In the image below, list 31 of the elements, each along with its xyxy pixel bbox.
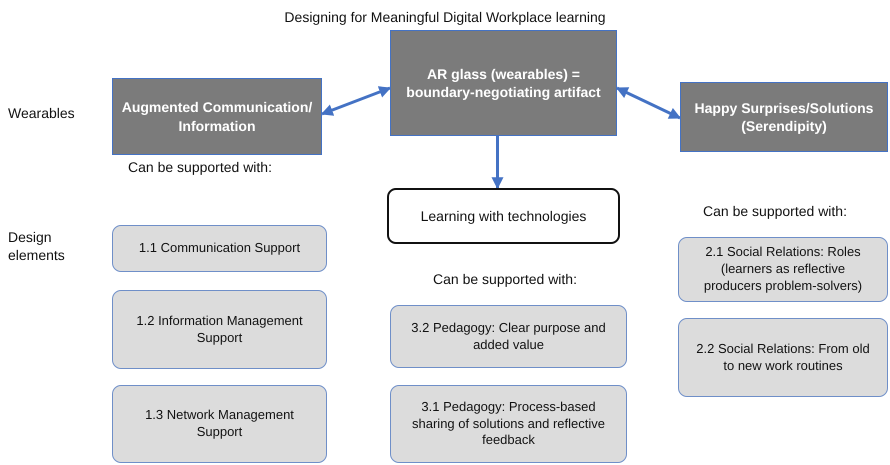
concept-box xyxy=(390,30,617,136)
design-element-box xyxy=(390,305,627,368)
annotation-label: Can be supported with: xyxy=(703,202,848,220)
concept-box xyxy=(680,82,888,152)
concept-box xyxy=(112,78,322,155)
arrow xyxy=(492,136,504,190)
arrow xyxy=(616,86,682,120)
design-element-box xyxy=(112,385,327,463)
box-text: 3.2 Pedagogy: Clear purpose and added value xyxy=(410,320,607,354)
box-text: 1.2 Information Management Support xyxy=(135,312,304,346)
design-element-box xyxy=(390,385,627,463)
design-element-box xyxy=(112,290,327,369)
box-text: AR glass (wearables) = boundary-negotiating artifact xyxy=(405,64,602,102)
box-text: 2.1 Social Relations: Roles (learners as reflective producers problem-solvers) xyxy=(702,244,864,295)
box-text: 1.1 Communication Support xyxy=(138,240,300,257)
design-element-box xyxy=(678,318,888,397)
box-text: 1.3 Network Management Support xyxy=(144,407,295,441)
box-text: Learning with technologies xyxy=(420,206,586,226)
box-text: 2.2 Social Relations: From old to new work routines xyxy=(695,340,871,374)
annotation-label: Can be supported with: xyxy=(128,158,273,176)
annotation-label: Design elements xyxy=(8,228,66,264)
box-text: 3.1 Pedagogy: Process-based sharing of solutions and reflective feedback xyxy=(411,398,606,450)
design-element-box xyxy=(678,237,888,302)
annotation-label: Wearables xyxy=(8,104,76,122)
diagram-title: Designing for Meaningful Digital Workplace learning xyxy=(283,8,607,26)
arrow xyxy=(320,86,392,116)
box-text: Happy Surprises/Solutions (Serendipity) xyxy=(694,98,874,136)
learning-box xyxy=(387,188,620,244)
design-element-box xyxy=(112,225,327,272)
annotation-label: Can be supported with: xyxy=(433,270,578,288)
box-text: Augmented Communication/ Information xyxy=(120,98,314,135)
